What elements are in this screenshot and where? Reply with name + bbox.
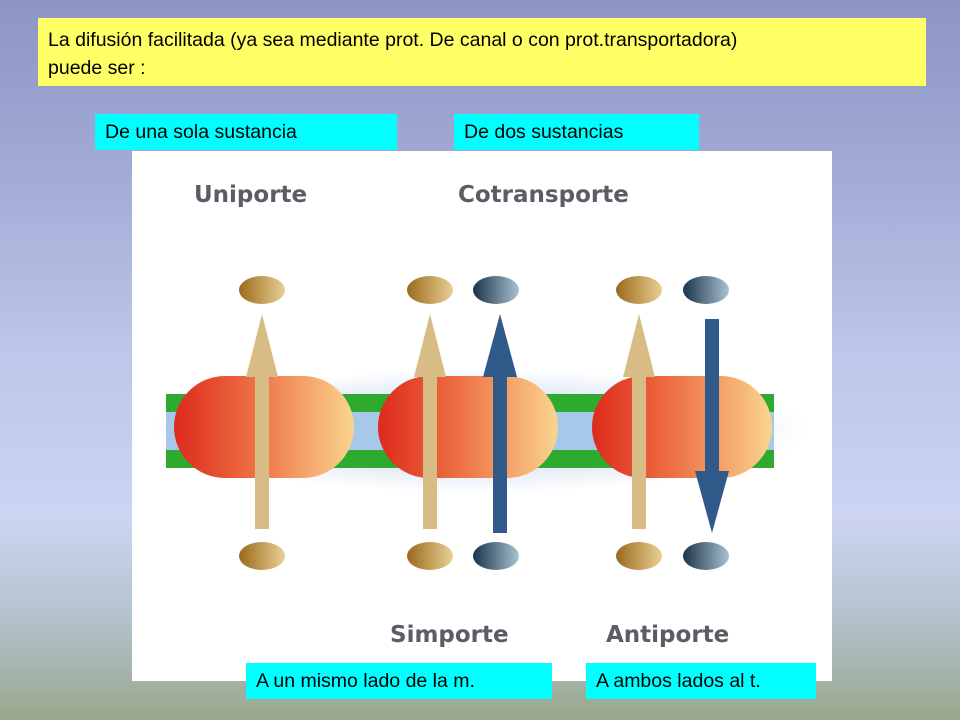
label-uniport: Uniporte [194, 182, 307, 208]
symport-substance-a-top [407, 276, 453, 304]
symport-substance-a-bottom [407, 542, 453, 570]
antiport-substance-b-bottom [683, 542, 729, 570]
uniport-substance-bottom [239, 542, 285, 570]
symport-substance-b-bottom [473, 542, 519, 570]
antiport-protein [592, 376, 772, 478]
title-line-2: puede ser : [48, 57, 146, 79]
uniport-arrow-up [246, 314, 278, 529]
antiport-substance-a-top [616, 276, 662, 304]
label-symport: Simporte [390, 622, 509, 648]
title-line-1: La difusión facilitada (ya sea mediante … [48, 29, 738, 51]
label-single-substance: De una sola sustancia [95, 114, 397, 150]
title-box: La difusión facilitada (ya sea mediante … [38, 18, 926, 86]
antiport-arrow-up [623, 314, 655, 529]
antiport-substance-b-top [683, 276, 729, 304]
symport-arrow-up-b [483, 314, 517, 533]
antiport-substance-a-bottom [616, 542, 662, 570]
symport-substance-b-top [473, 276, 519, 304]
transport-diagram-svg: Uniporte Cotransporte Simporte Antiporte [150, 182, 810, 648]
symport-protein [378, 376, 558, 478]
label-both-sides: A ambos lados al t. [586, 663, 816, 699]
label-cotransport: Cotransporte [458, 182, 629, 208]
transport-diagram: Uniporte Cotransporte Simporte Antiporte [132, 151, 832, 681]
symport-arrow-up-a [414, 314, 446, 529]
uniport-substance-top [239, 276, 285, 304]
label-same-side: A un mismo lado de la m. [246, 663, 552, 699]
label-antiport: Antiporte [606, 622, 729, 648]
antiport-arrow-down [695, 319, 729, 533]
label-two-substances: De dos sustancias [454, 114, 699, 150]
